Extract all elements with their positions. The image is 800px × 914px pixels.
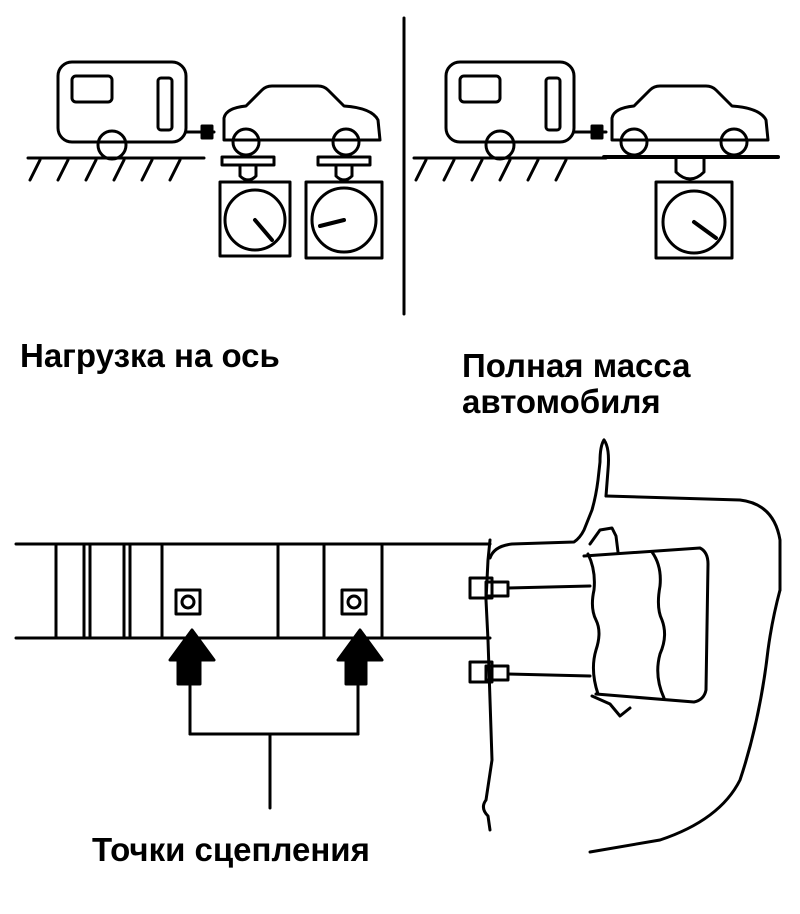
hitch-points-label: Точки сцепления	[92, 831, 370, 868]
hitch-hole-right	[340, 588, 368, 616]
arrow-right	[336, 628, 384, 686]
hitch-hole-left	[174, 588, 202, 616]
axle-load-scene	[26, 60, 384, 260]
leader-bracket	[188, 684, 360, 810]
hitch-arrows	[168, 628, 384, 686]
car-right	[610, 84, 770, 157]
ground-right	[412, 156, 608, 182]
rear-axle-scale	[304, 155, 384, 260]
caravan-trailer-right	[444, 60, 608, 161]
full-vehicle-scale	[602, 155, 780, 260]
car-left	[222, 84, 382, 157]
frame-rail	[14, 542, 492, 640]
caravan-trailer-left	[56, 60, 216, 161]
gross-mass-scene	[412, 60, 780, 260]
front-axle-scale	[218, 155, 292, 258]
bumper-bracket-assembly	[468, 438, 782, 854]
gross-mass-label-line2: автомобиля	[462, 383, 661, 420]
arrow-left	[168, 628, 216, 686]
axle-load-label: Нагрузка на ось	[20, 337, 280, 374]
ground-left	[26, 156, 206, 182]
gross-mass-label-line1: Полная масса	[462, 347, 691, 384]
